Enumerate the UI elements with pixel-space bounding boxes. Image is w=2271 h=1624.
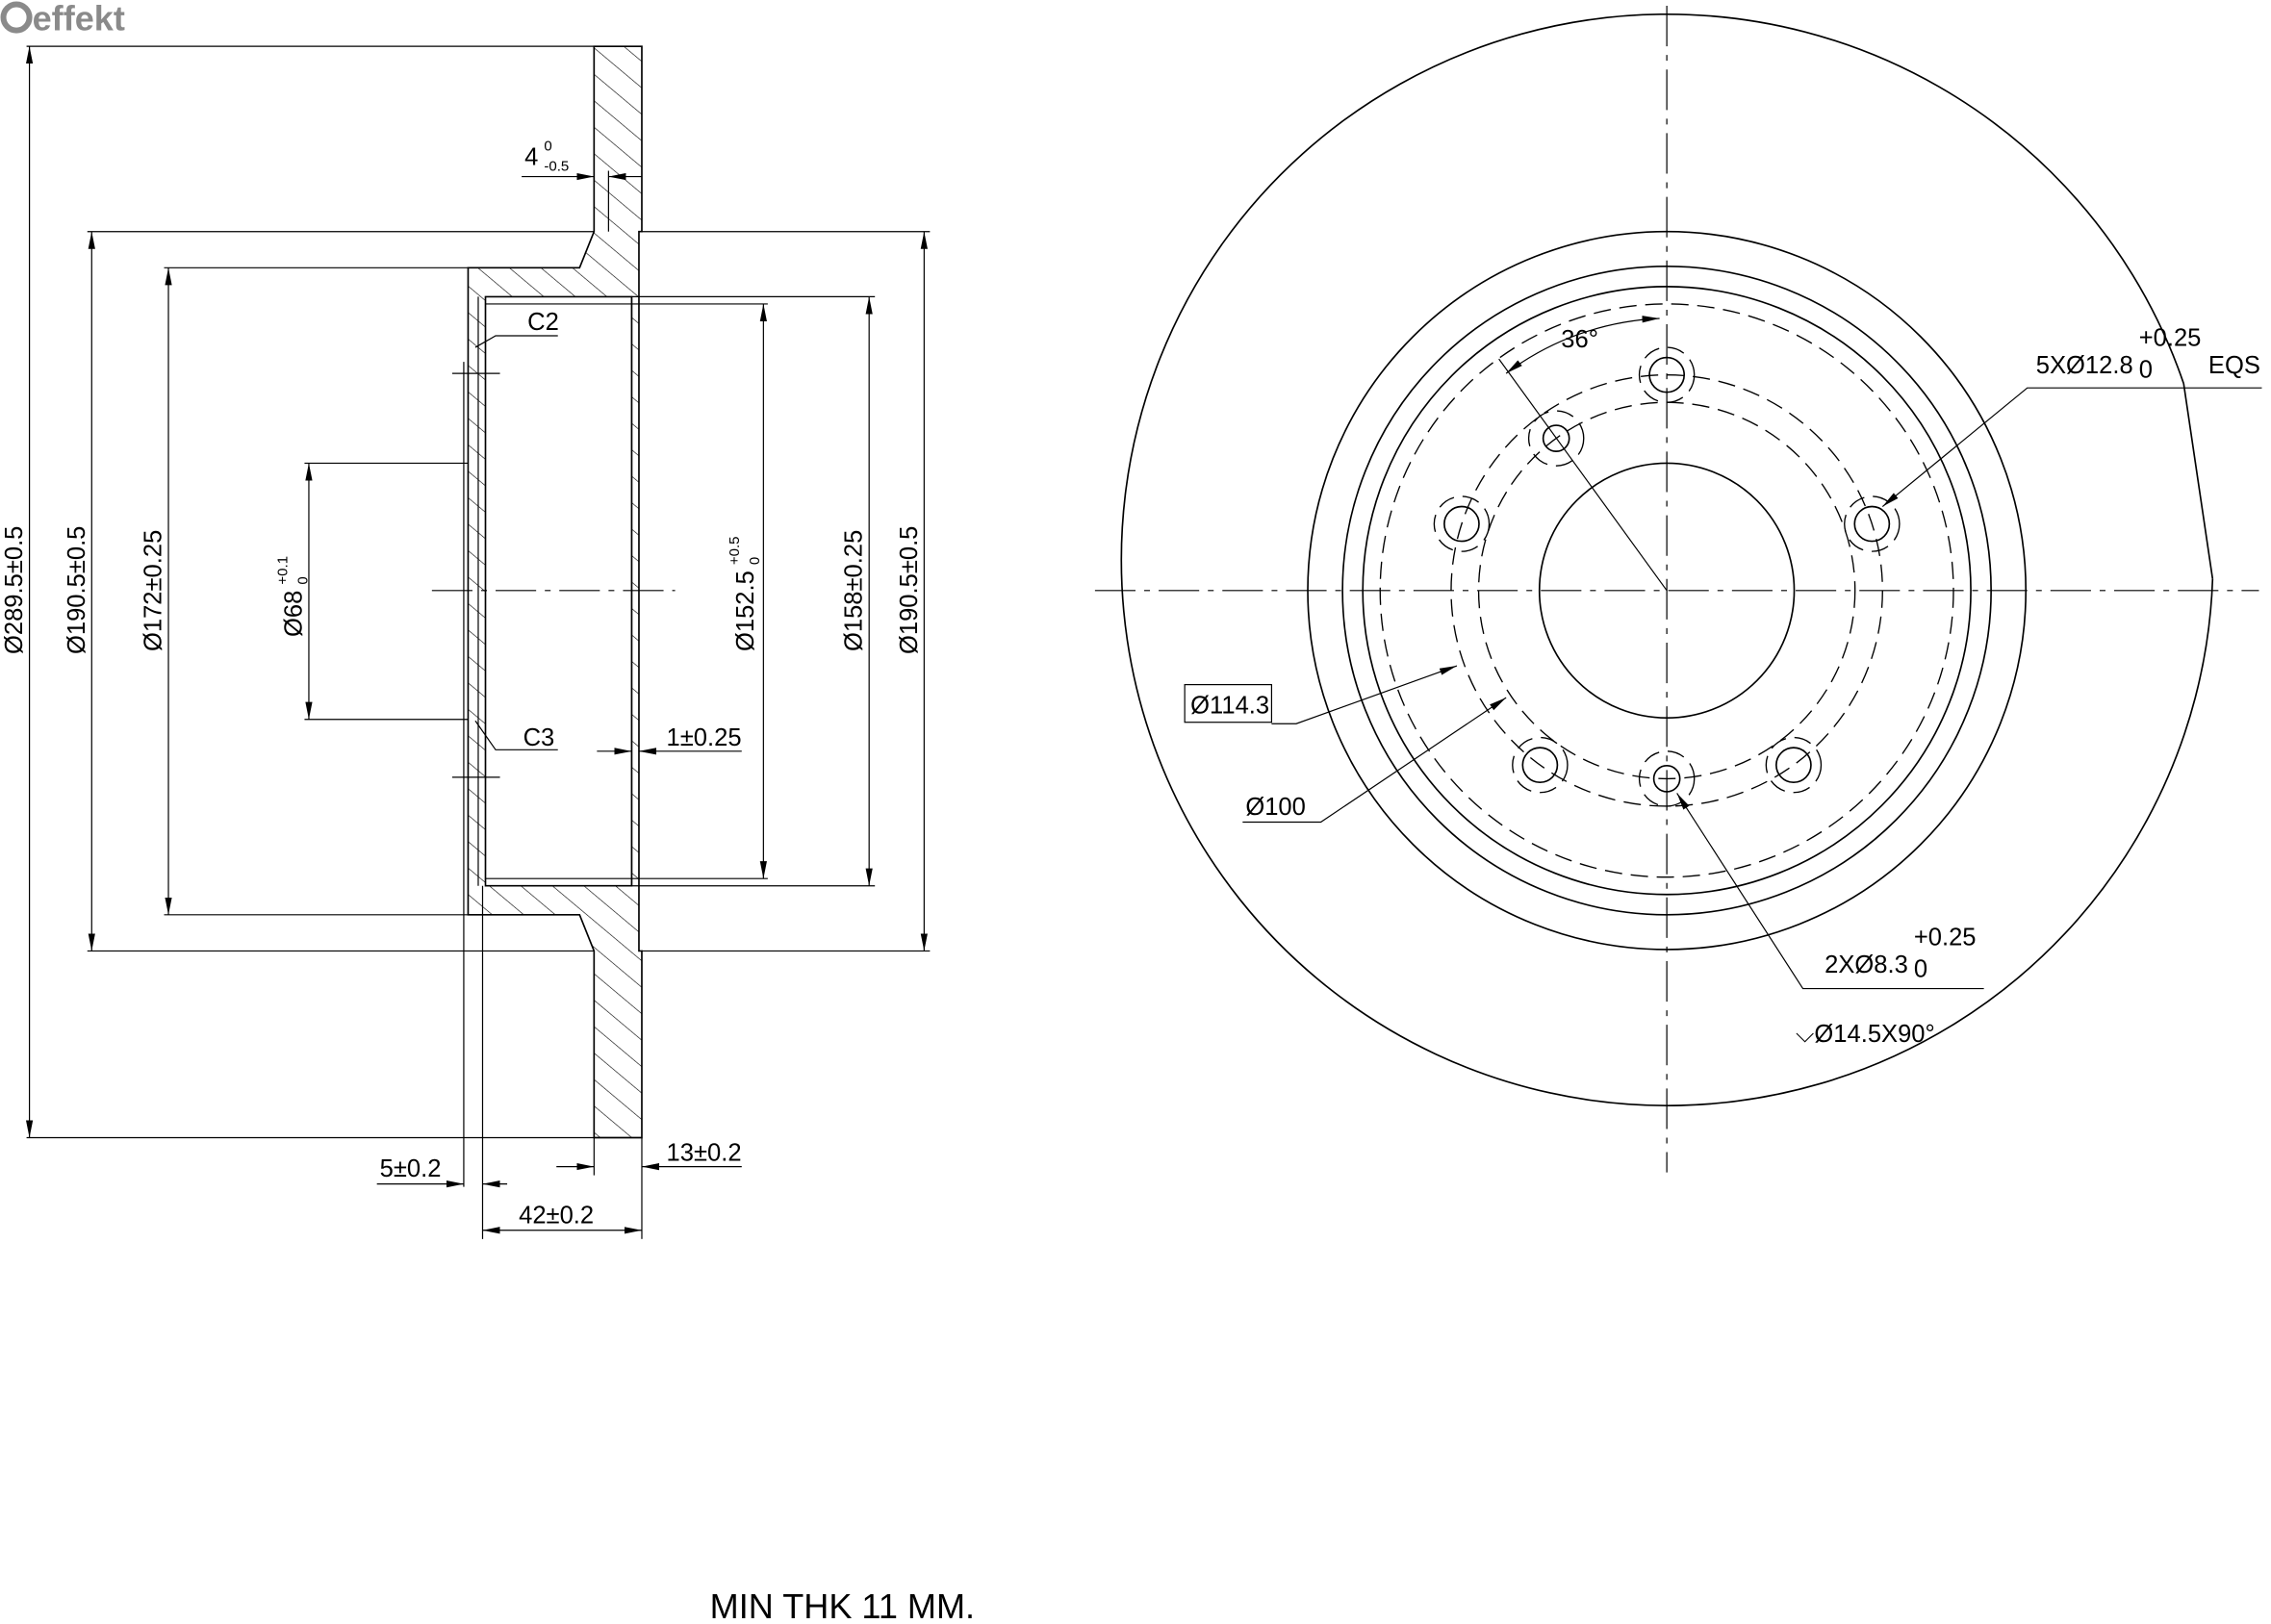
svg-text:0: 0 — [544, 138, 551, 154]
bolt-hole — [1844, 495, 1901, 552]
svg-text:effekt: effekt — [33, 0, 125, 38]
chamfer-c2: C2 — [527, 309, 559, 336]
dim-inner-diameter: Ø152.5 — [732, 571, 759, 651]
dim-total-height: 42±0.2 — [519, 1202, 594, 1229]
dim-center-bore: Ø68 — [280, 591, 307, 637]
dim-groove-group: 4 0 -0.5 — [524, 138, 569, 174]
svg-text:-0.5: -0.5 — [544, 159, 569, 175]
bolt-holes-label: 5XØ12.8 — [2036, 352, 2133, 379]
svg-text:0: 0 — [2139, 357, 2153, 384]
bolt-holes-group: 5XØ12.8 +0.25 0 EQS — [2036, 325, 2260, 384]
dim-hat-wall: 5±0.2 — [380, 1155, 442, 1182]
svg-text:+0.1: +0.1 — [274, 556, 291, 585]
dim-groove: 4 — [524, 144, 538, 171]
svg-text:EQS: EQS — [2208, 352, 2260, 379]
pcd-label: Ø114.3 — [1190, 693, 1269, 720]
bolt-hole — [1638, 346, 1696, 403]
bolt-hole — [1512, 736, 1569, 794]
dim-outer-diameter: Ø289.5±0.5 — [1, 526, 28, 654]
dim-center-bore-group: Ø68 +0.1 0 — [274, 556, 311, 637]
dim-hat-outer-right: Ø190.5±0.5 — [896, 526, 923, 654]
small-holes-group: 2XØ8.3 +0.25 0 — [1824, 924, 1976, 982]
bolt-hole — [1765, 736, 1823, 794]
chamfer-c3: C3 — [523, 724, 555, 751]
small-hole — [1527, 410, 1585, 467]
dim-hat-diameter: Ø172±0.25 — [140, 530, 167, 651]
side-section-view: Ø289.5±0.5 Ø190.5±0.5 Ø172±0.25 Ø158±0.2… — [1, 45, 931, 1239]
bolt-hole — [1433, 495, 1491, 552]
dim-disc-thickness: 13±0.2 — [667, 1140, 742, 1167]
effekt-logo: effekt — [0, 0, 125, 38]
dim-face-step: 1±0.25 — [667, 724, 742, 751]
dim-inner-diameter-group: Ø152.5 +0.5 0 — [727, 536, 763, 651]
angle-36: 36° — [1561, 326, 1598, 353]
svg-text:0: 0 — [294, 576, 311, 584]
disc-section-hatch — [467, 45, 643, 1139]
svg-text:+0.5: +0.5 — [727, 536, 743, 565]
pitch-small-label: Ø100 — [1245, 794, 1306, 821]
min-thickness-note: MIN THK 11 MM. — [710, 1586, 975, 1624]
svg-text:0: 0 — [1914, 956, 1927, 983]
countersink-label: ⌵Ø14.5X90° — [1796, 1021, 1935, 1048]
front-view: 36° 5XØ12.8 +0.25 0 EQS Ø114.3 Ø100 2XØ8… — [1094, 6, 2262, 1173]
dim-inner-diameter-2: Ø158±0.25 — [841, 530, 868, 651]
svg-text:0: 0 — [747, 557, 763, 565]
small-holes-label: 2XØ8.3 — [1824, 952, 1908, 978]
small-hole — [1638, 750, 1696, 807]
svg-text:+0.25: +0.25 — [1914, 924, 1977, 951]
svg-text:+0.25: +0.25 — [2139, 325, 2202, 352]
dim-hat-outer-left: Ø190.5±0.5 — [64, 526, 90, 654]
